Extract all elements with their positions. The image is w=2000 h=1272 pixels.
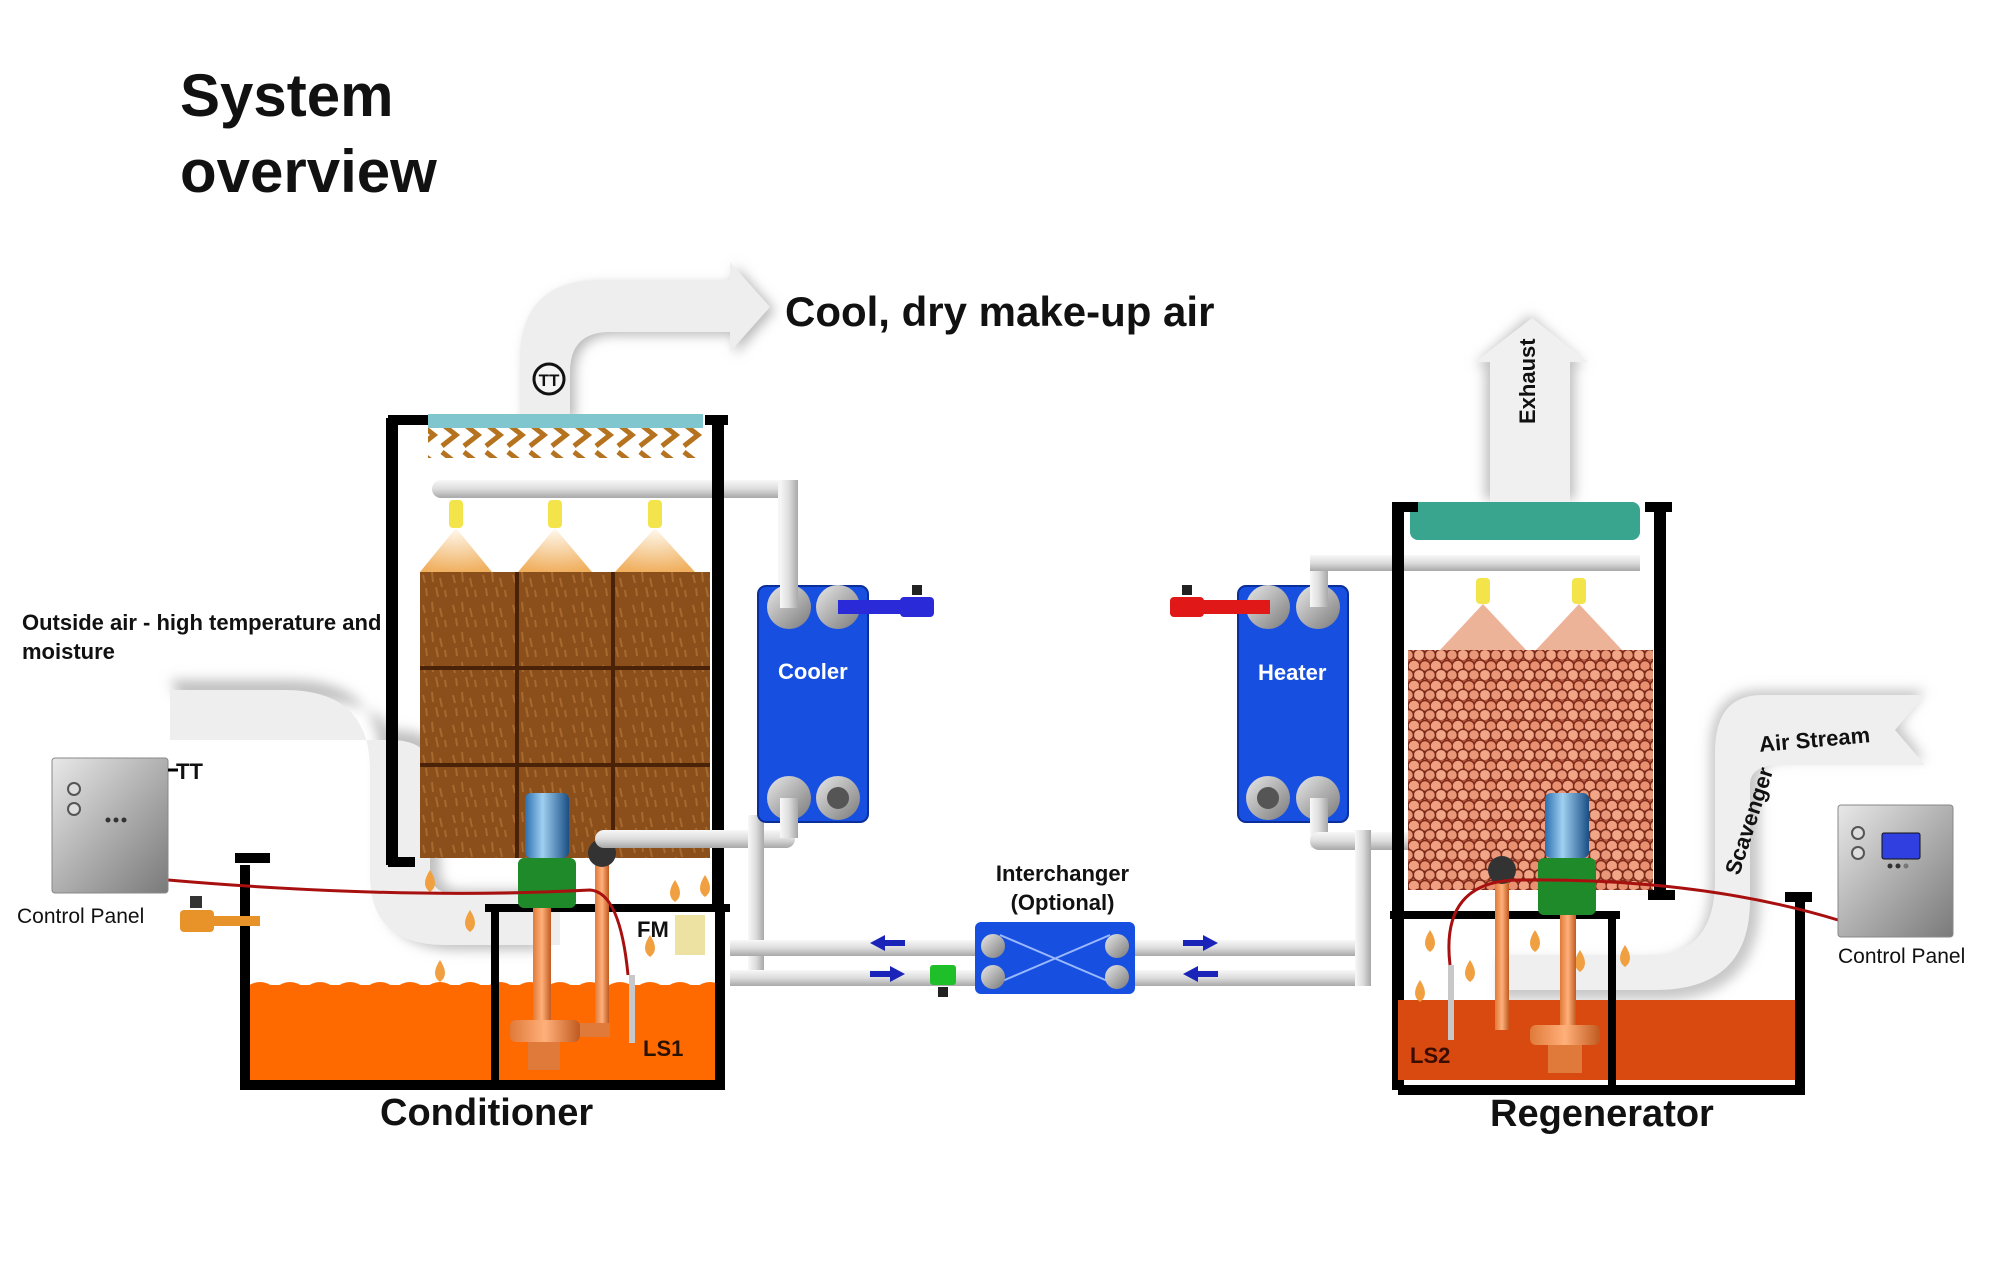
mist-eliminator-pad	[428, 414, 703, 428]
green-valve[interactable]	[930, 965, 956, 985]
regenerator-mist-eliminator	[1410, 502, 1640, 540]
incoming-air-duct	[170, 680, 560, 950]
level-switch-1-tag: LS1	[643, 1036, 684, 1061]
spray-header-pipe	[432, 480, 792, 498]
flow-meter-fm	[675, 915, 705, 955]
cool-dry-air-label: Cool, dry make-up air	[785, 288, 1215, 335]
level-switch-ls2	[1448, 965, 1454, 1040]
cooler-heat-exchanger	[757, 480, 934, 838]
heater-label: Heater	[1258, 660, 1327, 685]
conditioner-sump-liquid	[245, 985, 720, 1080]
exhaust-arrow	[1475, 315, 1588, 505]
hot-water-valve[interactable]	[1170, 597, 1204, 617]
regenerator-unit	[1390, 502, 1839, 1095]
regenerator-label: Regenerator	[1490, 1093, 1714, 1135]
flow-meter-tag: FM	[637, 917, 669, 942]
regenerator-media	[1408, 650, 1653, 890]
interchanger	[870, 922, 1218, 997]
control-cable-right	[1447, 878, 1839, 966]
conditioner-label: Conditioner	[380, 1092, 594, 1134]
spray-nozzles	[420, 500, 695, 572]
control-panel-left-label: Control Panel	[17, 905, 145, 928]
interchanger-label: Interchanger (Optional)	[995, 861, 1130, 915]
tt-tag-left: TT	[176, 759, 203, 784]
regenerator-spray-nozzles	[1440, 578, 1622, 650]
flow-arrows	[870, 935, 1218, 982]
control-panel-right-label: Control Panel	[1838, 945, 1966, 968]
temperature-transmitter-icon: TT	[532, 362, 566, 396]
chilled-water-pipe	[838, 600, 913, 614]
hot-water-pipe	[1200, 600, 1270, 614]
inlet-valve[interactable]	[180, 896, 260, 932]
page-title: System overview	[180, 62, 437, 205]
control-panel-right[interactable]	[1837, 804, 1954, 938]
regenerator-pump	[1488, 793, 1600, 1073]
level-switch-2-tag: LS2	[1410, 1043, 1451, 1068]
regen-droplets	[1415, 930, 1630, 1002]
hmi-display[interactable]	[1881, 832, 1921, 860]
conditioner-pump	[510, 793, 616, 1070]
scavenger-air-duct	[1500, 690, 1925, 1000]
exhaust-label: Exhaust	[1515, 338, 1540, 424]
cooler-label: Cooler	[778, 659, 848, 684]
conditioner-unit	[235, 414, 1370, 1090]
outside-air-label: Outside air - high temperature and moist…	[22, 610, 382, 664]
level-switch-ls1	[629, 975, 635, 1043]
svg-text:TT: TT	[539, 371, 560, 390]
control-cable-left	[167, 878, 630, 976]
chilled-water-valve[interactable]	[900, 597, 934, 617]
outgoing-air-arrow	[520, 262, 775, 420]
control-panel-left[interactable]	[51, 757, 178, 894]
